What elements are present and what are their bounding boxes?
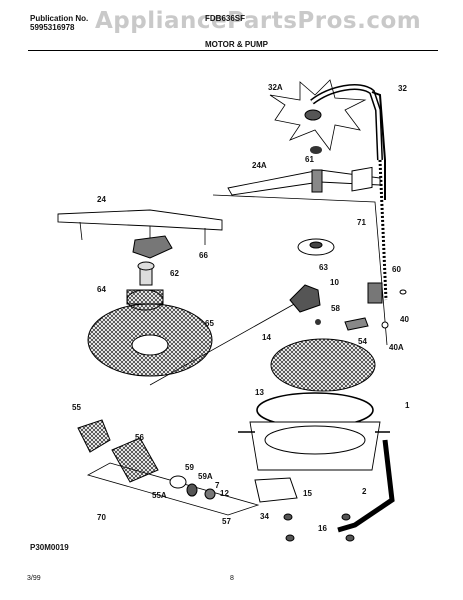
- part-callout-61: 61: [305, 155, 314, 164]
- clamp-part-b: [381, 321, 389, 329]
- part-callout-57: 57: [222, 517, 231, 526]
- part-callout-14: 14: [262, 333, 271, 342]
- sump-part: [238, 421, 390, 471]
- part-callout-55a: 55A: [152, 491, 167, 500]
- drain-valve-part: [367, 282, 383, 304]
- middle-spray-arm-part: [227, 169, 381, 196]
- part-callout-40: 40: [400, 315, 409, 324]
- part-callout-70: 70: [97, 513, 106, 522]
- drain-tube-part: [337, 439, 395, 533]
- part-callout-55: 55: [72, 403, 81, 412]
- model-number: FDB636SF: [205, 14, 246, 23]
- publication-label: Publication No.: [30, 14, 89, 23]
- part-callout-2: 2: [362, 487, 367, 496]
- part-callout-40a: 40A: [389, 343, 404, 352]
- part-callout-34: 34: [260, 512, 269, 521]
- part-callout-71: 71: [357, 218, 366, 227]
- bearing-part: [310, 146, 322, 154]
- part-callout-66: 66: [199, 251, 208, 260]
- section-title: MOTOR & PUMP: [205, 40, 268, 49]
- part-callout-32: 32: [398, 84, 407, 93]
- hose-part: [344, 317, 369, 331]
- part-callout-10: 10: [330, 278, 339, 287]
- part-callout-65: 65: [205, 319, 214, 328]
- motor-cover-part: [77, 419, 111, 453]
- part-callout-59: 59: [185, 463, 194, 472]
- part-callout-54: 54: [358, 337, 367, 346]
- pump-cover-part: [297, 238, 335, 256]
- part-callout-59a: 59A: [198, 472, 213, 481]
- motor-mount-part: [283, 513, 355, 542]
- part-callout-24a: 24A: [252, 161, 267, 170]
- header-rule: [28, 50, 438, 51]
- fill-tube-part: [310, 84, 383, 161]
- motor-part: [111, 437, 159, 483]
- part-callout-12: 12: [220, 489, 229, 498]
- part-callout-58: 58: [331, 304, 340, 313]
- upper-spray-arm-part: [269, 79, 367, 151]
- mount-plate-part: [254, 477, 298, 503]
- part-callout-15: 15: [303, 489, 312, 498]
- part-callout-63: 63: [319, 263, 328, 272]
- spray-arm-hub-part: [132, 235, 173, 259]
- impeller-part: [126, 289, 164, 311]
- shaft-part: [137, 261, 155, 286]
- part-callout-64: 64: [97, 285, 106, 294]
- clamp-part: [399, 289, 407, 295]
- diagram-id: P30M0019: [30, 543, 69, 552]
- lower-spray-arm-part: [57, 209, 223, 245]
- footer-date: 3/99: [27, 575, 41, 582]
- part-callout-16: 16: [318, 524, 327, 533]
- part-callout-32a: 32A: [268, 83, 283, 92]
- page-number: 8: [230, 575, 234, 582]
- part-callout-13: 13: [255, 388, 264, 397]
- filter-screen-part: [270, 338, 376, 392]
- part-callout-7: 7: [215, 481, 220, 490]
- publication-number: 5995316978: [30, 23, 75, 32]
- part-callout-24: 24: [97, 195, 106, 204]
- part-callout-1: 1: [405, 401, 410, 410]
- motor-seal-part: [169, 475, 216, 500]
- pump-housing-part: [289, 284, 321, 313]
- bracket-part: [351, 166, 373, 192]
- conduit-part: [371, 91, 388, 301]
- part-callout-56: 56: [135, 433, 144, 442]
- seal-part: [315, 319, 321, 325]
- watermark: AppliancePartsPros.com: [95, 8, 422, 34]
- part-callout-62: 62: [170, 269, 179, 278]
- coarse-strainer-part: [87, 303, 213, 377]
- part-callout-60: 60: [392, 265, 401, 274]
